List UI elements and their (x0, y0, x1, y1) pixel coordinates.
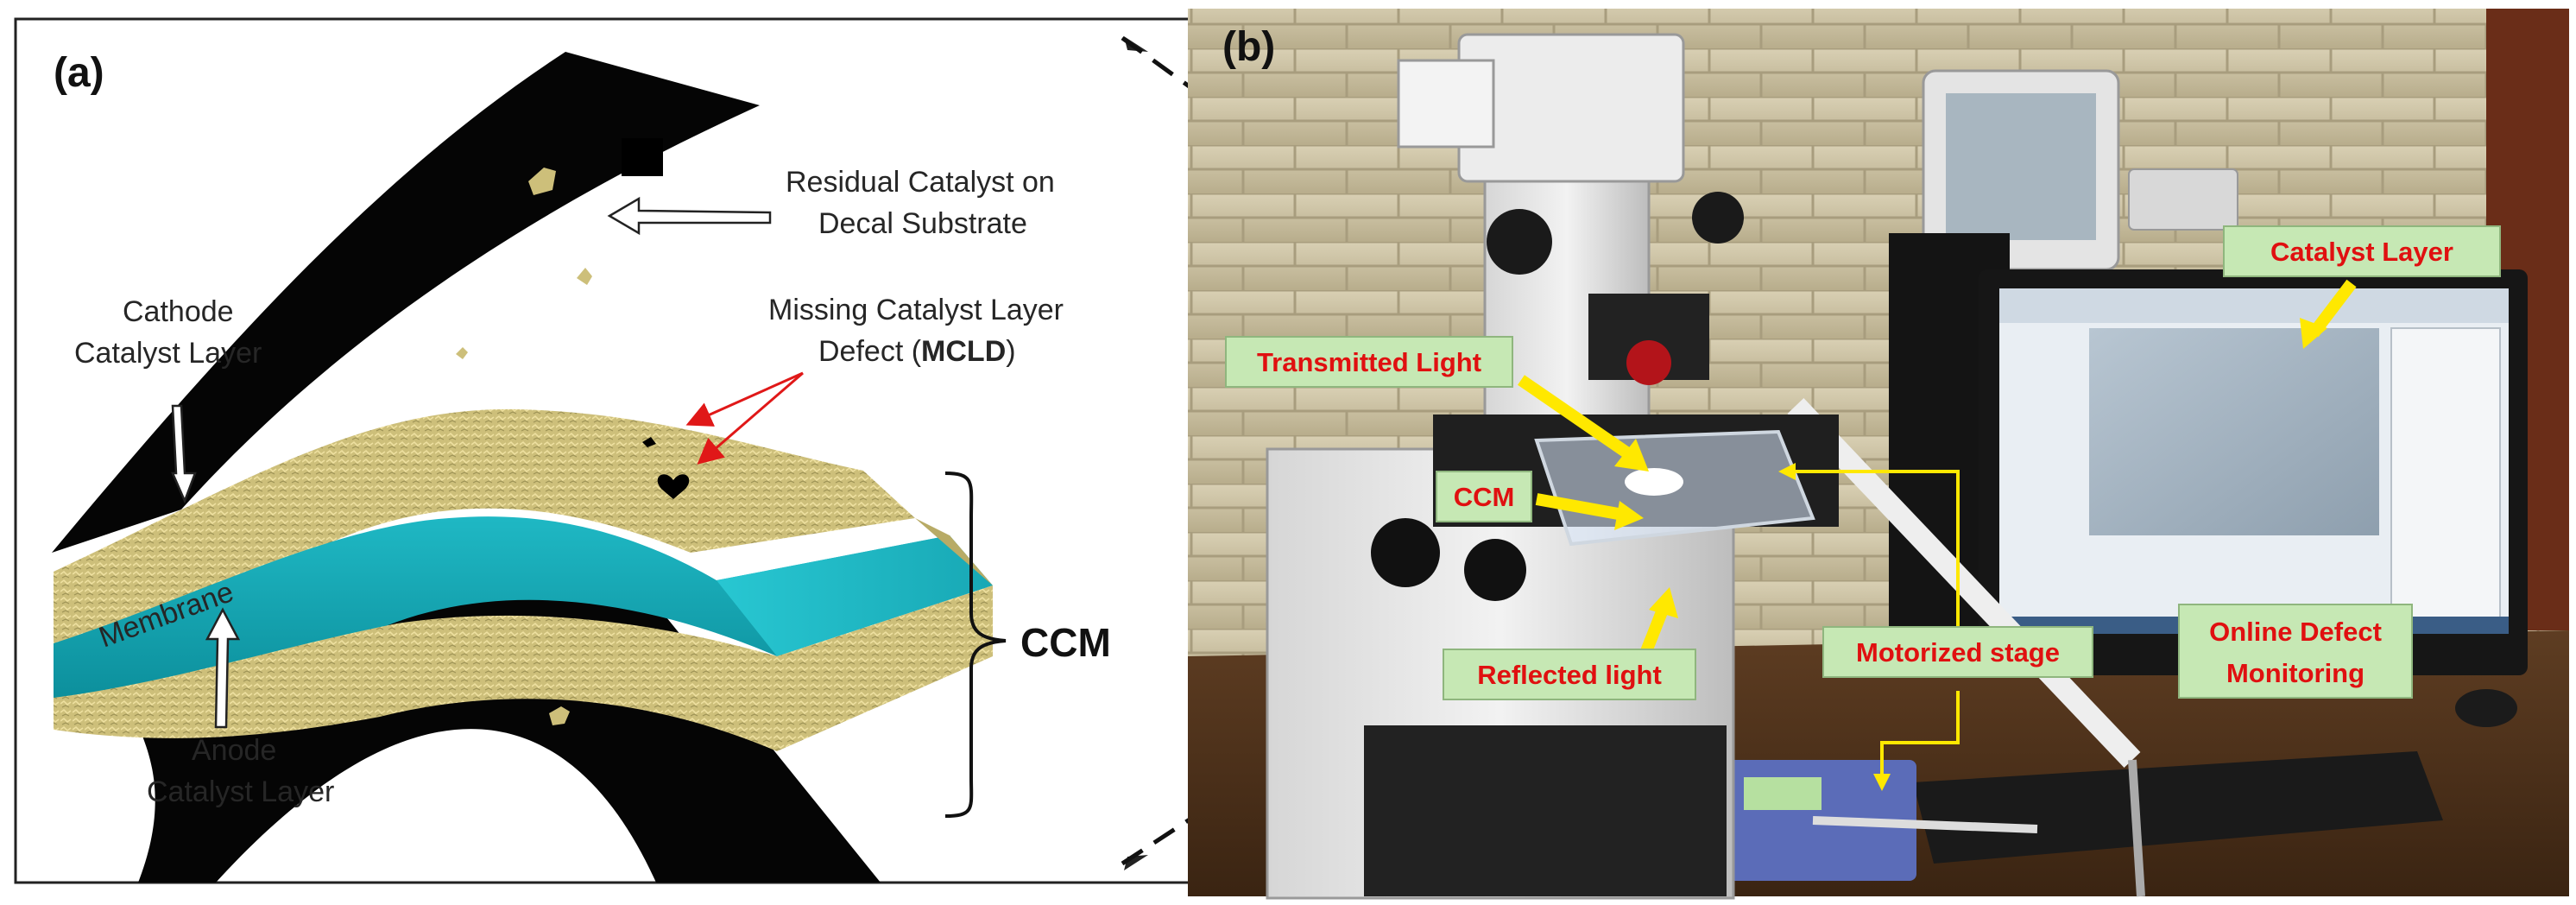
dark-square (622, 138, 663, 176)
membrane-edge-face (717, 535, 993, 656)
monitor-toolbar (1999, 288, 2509, 323)
transmitted-light-text: Transmitted Light (1257, 347, 1481, 377)
stage-stand (2128, 759, 2145, 897)
catalyst-layer-text: Catalyst Layer (2270, 237, 2453, 267)
missing-catalyst-label-line1: Missing Catalyst Layer (768, 294, 1064, 326)
ccm-tag-text: CCM (1454, 482, 1515, 512)
residual-catalyst-fleck (577, 268, 592, 285)
transmitted-light-arrowhead (1614, 439, 1649, 471)
light-spot (1625, 468, 1683, 496)
catalyst-layer-arrowhead (2300, 318, 2327, 349)
mouse (2455, 689, 2517, 727)
missing-catalyst-label-suffix: ) (1006, 335, 1015, 368)
transmitted-light-tag: Transmitted Light (1225, 336, 1513, 388)
online-defect-text-line2: Monitoring (2226, 658, 2364, 688)
missing-catalyst-label-prefix: Defect ( (818, 335, 922, 368)
catalyst-layer-arrow (2308, 279, 2357, 338)
decal-substrate-upper (52, 52, 760, 553)
microscope-front-panel (1364, 725, 1727, 896)
residual-catalyst-fleck (456, 347, 468, 359)
stage-arm (1787, 398, 2141, 768)
anode-label-line2: Catalyst Layer (147, 775, 334, 808)
online-defect-text-line1: Online Defect (2209, 617, 2382, 647)
monitor-image-view (2089, 328, 2379, 535)
mcld-arrow-2 (697, 371, 804, 465)
motorized-stage-tag: Motorized stage (1822, 626, 2093, 678)
residual-catalyst-fleck (528, 168, 556, 195)
panel-b-letter: (b) (1222, 24, 1275, 70)
anode-label-line1: Anode (192, 734, 276, 767)
ccm-arrow (1535, 493, 1625, 521)
controller-box (2128, 168, 2238, 231)
cathode-arrow (171, 404, 197, 504)
corner-arrow-top (1124, 36, 1148, 52)
syringe-pump-display (1744, 777, 1822, 810)
mcld-defect-heart (657, 474, 690, 499)
panel-a: (a) Residual Catalyst on Decal Substrate… (14, 17, 1207, 884)
focus-knob-right (1692, 192, 1744, 244)
reflected-light-tag: Reflected light (1443, 649, 1696, 700)
anode-arrow (205, 607, 241, 729)
motorized-stage-leader-head (1873, 774, 1891, 791)
motorized-stage-leader-down (1880, 691, 1960, 777)
cathode-label-line2: Catalyst Layer (74, 337, 262, 370)
residual-catalyst-arrow (607, 196, 772, 236)
reflected-light-text: Reflected light (1477, 660, 1662, 690)
anode-catalyst-layer (54, 585, 993, 751)
missing-catalyst-label-bold: MCLD (921, 335, 1006, 368)
ccm-tag: CCM (1436, 471, 1532, 522)
small-monitor-screen (1946, 93, 2096, 240)
microscope-camera (1397, 59, 1495, 149)
residual-catalyst-label-line2: Decal Substrate (818, 207, 1027, 240)
keyboard (1913, 751, 2443, 864)
cathode-label-line1: Cathode (123, 295, 234, 328)
transmitted-light-arrow (1518, 375, 1635, 461)
eyepiece-right (1464, 539, 1526, 601)
cathode-catalyst-layer (54, 408, 915, 682)
focus-knob (1487, 209, 1552, 275)
online-defect-tag: Online Defect Monitoring (2178, 604, 2413, 699)
objective-red-ring (1626, 340, 1671, 385)
residual-catalyst-label-line1: Residual Catalyst on (786, 166, 1055, 199)
motorized-stage-leader (1785, 470, 1960, 646)
ccm-arrowhead (1614, 501, 1644, 530)
missing-catalyst-label-line2: Defect (MCLD) (818, 335, 1016, 368)
catalyst-step-face (915, 518, 993, 585)
catalyst-layer-tag: Catalyst Layer (2223, 225, 2501, 277)
panel-b: Transmitted Light CCM Reflected light Mo… (1188, 9, 2569, 900)
mcld-defect-small (642, 437, 656, 447)
ccm-label: CCM (1020, 620, 1111, 665)
ccm-bracket (944, 471, 1007, 818)
reflected-light-arrowhead (1649, 587, 1678, 618)
motorized-stage-leader-head-left (1778, 463, 1796, 480)
mcld-arrow-1 (685, 371, 804, 427)
monitor-side-panel (2390, 327, 2501, 623)
residual-catalyst-fleck (549, 706, 570, 725)
eyepiece-left (1371, 518, 1440, 587)
syringe-rod (1812, 816, 2038, 833)
membrane-layer (54, 516, 984, 721)
motorized-stage-text: Motorized stage (1856, 637, 2060, 668)
panel-a-letter: (a) (54, 50, 104, 96)
